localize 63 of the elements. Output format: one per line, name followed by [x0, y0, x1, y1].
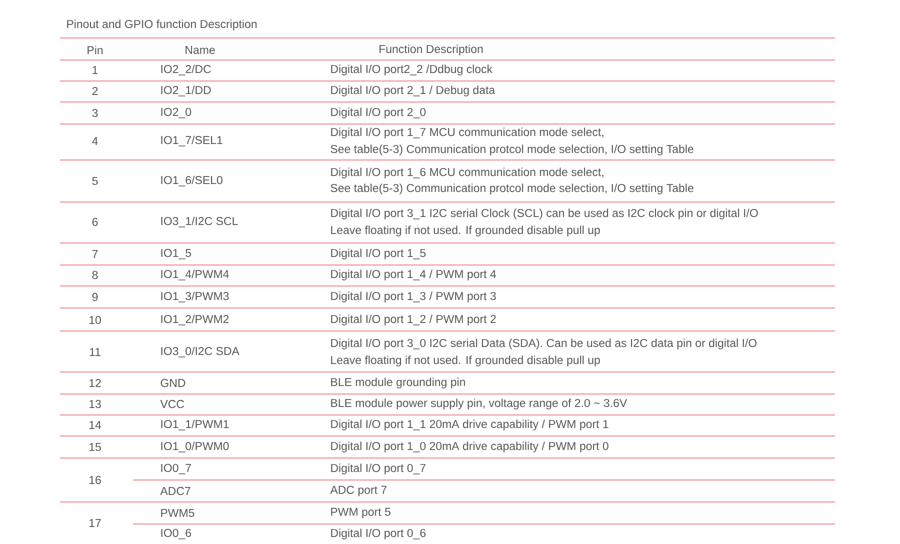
pin-cell: 12 — [89, 379, 101, 388]
pin-cell: 9 — [92, 292, 98, 302]
description-cell: BLE module power supply pin, voltage range of 2.0 ~ 3.6V — [331, 398, 628, 410]
pin-name-cell: IO0_7 — [161, 464, 191, 474]
description-cell: Digital I/O port 1_6 MCU communication mode select, — [331, 168, 604, 178]
pin-cell: 7 — [92, 250, 98, 258]
description-cell: Leave floating if not used. If grounded disable pull up — [331, 226, 600, 236]
pin-cell: 2 — [92, 87, 98, 96]
pin-cell: 8 — [92, 270, 98, 280]
pin-name-cell: VCC — [160, 400, 184, 408]
description-cell: Digital I/O port 3_0 I2C serial Data (SDA). Can be used as I2C data pin or digital I/O — [331, 338, 757, 350]
pin-cell: 13 — [89, 400, 101, 408]
pin-name-cell: IO0_6 — [161, 528, 192, 540]
description-cell: Digital I/O port 2_1 / Debug data — [331, 86, 496, 96]
pin-cell: 11 — [90, 348, 100, 356]
pin-name-cell: IO1_6/SEL0 — [161, 176, 222, 186]
pin-cell: 4 — [92, 137, 98, 145]
description-cell: Digital I/O port2_2 /Ddbug clock — [331, 64, 493, 76]
pin-name-cell: IO3_0/I2C SDA — [161, 346, 240, 358]
description-cell: Digital I/O port 0_6 — [331, 528, 426, 540]
description-cell: See table(5-3) Communication protcol mode selection, I/O setting Table — [330, 184, 694, 194]
pin-cell: 14 — [89, 421, 102, 429]
description-cell: Digital I/O port 3_1 I2C serial Clock (SCL) can be used as I2C clock pin or digital I/O — [331, 208, 758, 220]
description-cell: Digital I/O port 1_7 MCU communication mode select, — [331, 128, 604, 138]
pin-name-cell: IO3_1/I2C SCL — [161, 216, 238, 228]
description-cell: See table(5-3) Communication protcol mode selection, I/O setting Table — [330, 144, 694, 156]
description-cell: Digital I/O port 1_3 / PWM port 3 — [331, 292, 496, 302]
pin-name-cell: PWM5 — [161, 509, 194, 518]
pin-cell: 3 — [92, 108, 98, 118]
pin-name-cell: IO1_2/PWM2 — [161, 314, 229, 326]
table-title: Pinout and GPIO function Description — [67, 20, 257, 30]
description-cell: ADC port 7 — [330, 486, 386, 496]
pin-cell: 6 — [92, 218, 98, 226]
pin-name-cell: IO1_4/PWM4 — [161, 270, 229, 280]
pin-name-cell: GND — [160, 378, 186, 388]
description-cell: Digital I/O port 1_2 / PWM port 2 — [331, 314, 496, 326]
pin-name-cell: IO1_5 — [161, 248, 192, 260]
pin-name-cell: ADC7 — [160, 486, 190, 496]
description-cell: Digital I/O port 1_0 20mA drive capability / PWM port 0 — [331, 442, 608, 452]
pin-cell: 10 — [89, 316, 101, 324]
description-cell: Leave floating if not used. If grounded disable pull up — [331, 356, 600, 366]
pin-name-cell: IO1_3/PWM3 — [161, 292, 229, 302]
header-cell: Pin — [88, 46, 103, 54]
pin-name-cell: IO1_0/PWM0 — [161, 442, 229, 452]
description-cell: Digital I/O port 1_5 — [331, 248, 426, 260]
description-cell: Digital I/O port 0_7 — [331, 464, 426, 474]
description-cell: BLE module grounding pin — [331, 378, 465, 388]
pin-cell: 16 — [89, 476, 101, 484]
pin-name-cell: IO2_1/DD — [161, 86, 211, 96]
pin-name-cell: IO2_2/DC — [161, 64, 211, 76]
pin-cell: 5 — [92, 177, 98, 186]
description-cell: PWM port 5 — [331, 508, 390, 518]
header-cell: Name — [186, 46, 215, 54]
pin-name-cell: IO2_0 — [161, 108, 192, 118]
pin-cell: 17 — [89, 519, 101, 527]
description-cell: Digital I/O port 1_1 20mA drive capability / PWM port 1 — [331, 420, 608, 430]
pin-cell: 1 — [92, 66, 98, 74]
description-cell: Digital I/O port 1_4 / PWM port 4 — [331, 270, 496, 280]
header-cell: Function Description — [380, 44, 483, 56]
pin-name-cell: IO1_1/PWM1 — [161, 420, 229, 430]
description-cell: Digital I/O port 2_0 — [331, 108, 426, 118]
pin-cell: 15 — [89, 443, 101, 452]
pin-name-cell: IO1_7/SEL1 — [161, 136, 222, 146]
